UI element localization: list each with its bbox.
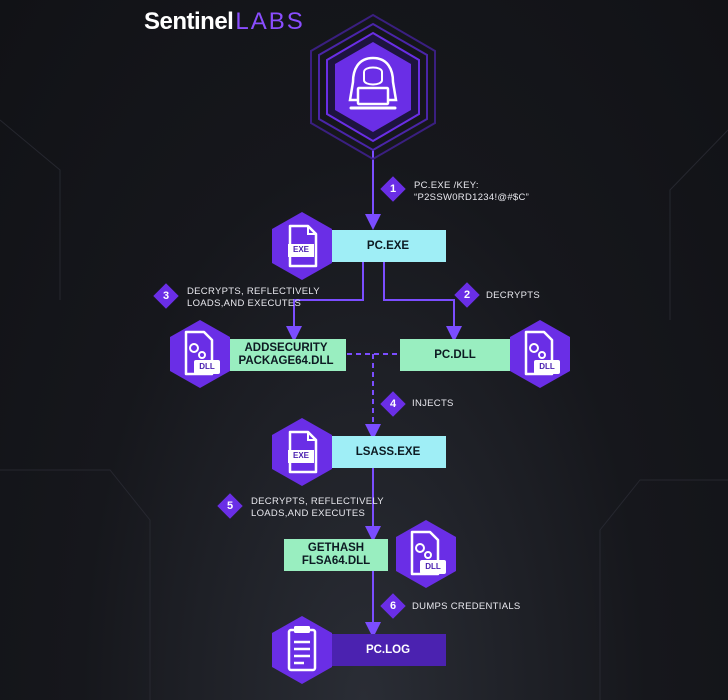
step-4-badge: 4 [382, 393, 404, 415]
exe-icon-text: EXE [292, 245, 309, 254]
step-5-line2: LOADS,AND EXECUTES [251, 508, 366, 519]
step-4-text: INJECTS [412, 398, 454, 410]
pc-exe-bar: PC.EXE [330, 230, 446, 262]
sentinellabs-logo: SentinelLABS [144, 8, 305, 36]
exe-file-icon [272, 212, 332, 280]
gethash-node: DLL [390, 518, 462, 590]
pc-dll-node: DLL [504, 318, 576, 390]
step-3-line1: DECRYPTS, REFLECTIVELY [187, 286, 320, 297]
step-1-text: PC.EXE /KEY: “P2SSW0RD1234!@#$C” [414, 180, 529, 204]
step-5-number: 5 [226, 500, 234, 512]
step-5-badge: 5 [219, 495, 241, 517]
step-1-badge: 1 [382, 178, 404, 200]
step-6-number: 6 [389, 600, 397, 612]
step-5-text: DECRYPTS, REFLECTIVELY LOADS,AND EXECUTE… [251, 496, 384, 520]
step-2-badge: 2 [456, 284, 478, 306]
logo-text-labs: LABS [235, 8, 305, 35]
lsass-exe-bar: LSASS.EXE [330, 436, 446, 468]
dll-icon-text: DLL [539, 362, 555, 371]
dll-icon-text: DLL [425, 562, 441, 571]
logo-text-sentinel: Sentinel [144, 8, 234, 35]
document-log-icon [272, 616, 332, 684]
pc-log-label: PC.LOG [365, 643, 411, 656]
step-3-number: 3 [162, 290, 170, 302]
lsass-exe-node: EXE [266, 416, 338, 488]
step-4-line1: INJECTS [412, 398, 454, 409]
dll-file-gear-icon [396, 520, 456, 588]
addsecurity-node: DLL [164, 318, 236, 390]
pc-dll-bar: PC.DLL [400, 339, 510, 371]
step-1-line1: PC.EXE /KEY: [414, 180, 479, 191]
addsecurity-label-line1: ADDSECURITY [244, 342, 328, 354]
gethash-bar: GETHASH FLSA64.DLL [284, 539, 388, 571]
pc-exe-node: EXE [266, 210, 338, 282]
step-2-text: DECRYPTS [486, 290, 540, 302]
step-6-badge: 6 [382, 595, 404, 617]
lsass-exe-label: LSASS.EXE [355, 445, 421, 458]
pc-dll-label: PC.DLL [434, 348, 476, 361]
addsecurity-bar: ADDSECURITY PACKAGE64.DLL [226, 339, 346, 371]
addsecurity-label-line2: PACKAGE64.DLL [238, 355, 334, 367]
attacker-node [298, 12, 448, 162]
step-6-text: DUMPS CREDENTIALS [412, 601, 521, 613]
step-3-line2: LOADS,AND EXECUTES [187, 298, 302, 309]
hacker-with-laptop-icon [310, 13, 436, 161]
gethash-label-line2: FLSA64.DLL [301, 555, 371, 567]
dll-file-gear-icon [510, 320, 570, 388]
step-4-number: 4 [389, 398, 397, 410]
pc-log-node [266, 614, 338, 686]
step-1-number: 1 [389, 183, 397, 195]
step-3-badge: 3 [155, 285, 177, 307]
gethash-label-line1: GETHASH [307, 542, 365, 554]
step-2-number: 2 [463, 289, 471, 301]
exe-file-icon [272, 418, 332, 486]
pc-exe-label: PC.EXE [366, 239, 410, 252]
step-6-line1: DUMPS CREDENTIALS [412, 601, 521, 612]
step-1-line2: “P2SSW0RD1234!@#$C” [414, 192, 530, 203]
step-5-line1: DECRYPTS, REFLECTIVELY [251, 496, 384, 507]
step-2-line1: DECRYPTS [486, 290, 540, 301]
exe-icon-text: EXE [292, 451, 309, 460]
dll-file-gear-icon [170, 320, 230, 388]
dll-icon-text: DLL [199, 362, 215, 371]
pc-log-bar: PC.LOG [330, 634, 446, 666]
step-3-text: DECRYPTS, REFLECTIVELY LOADS,AND EXECUTE… [187, 286, 320, 310]
